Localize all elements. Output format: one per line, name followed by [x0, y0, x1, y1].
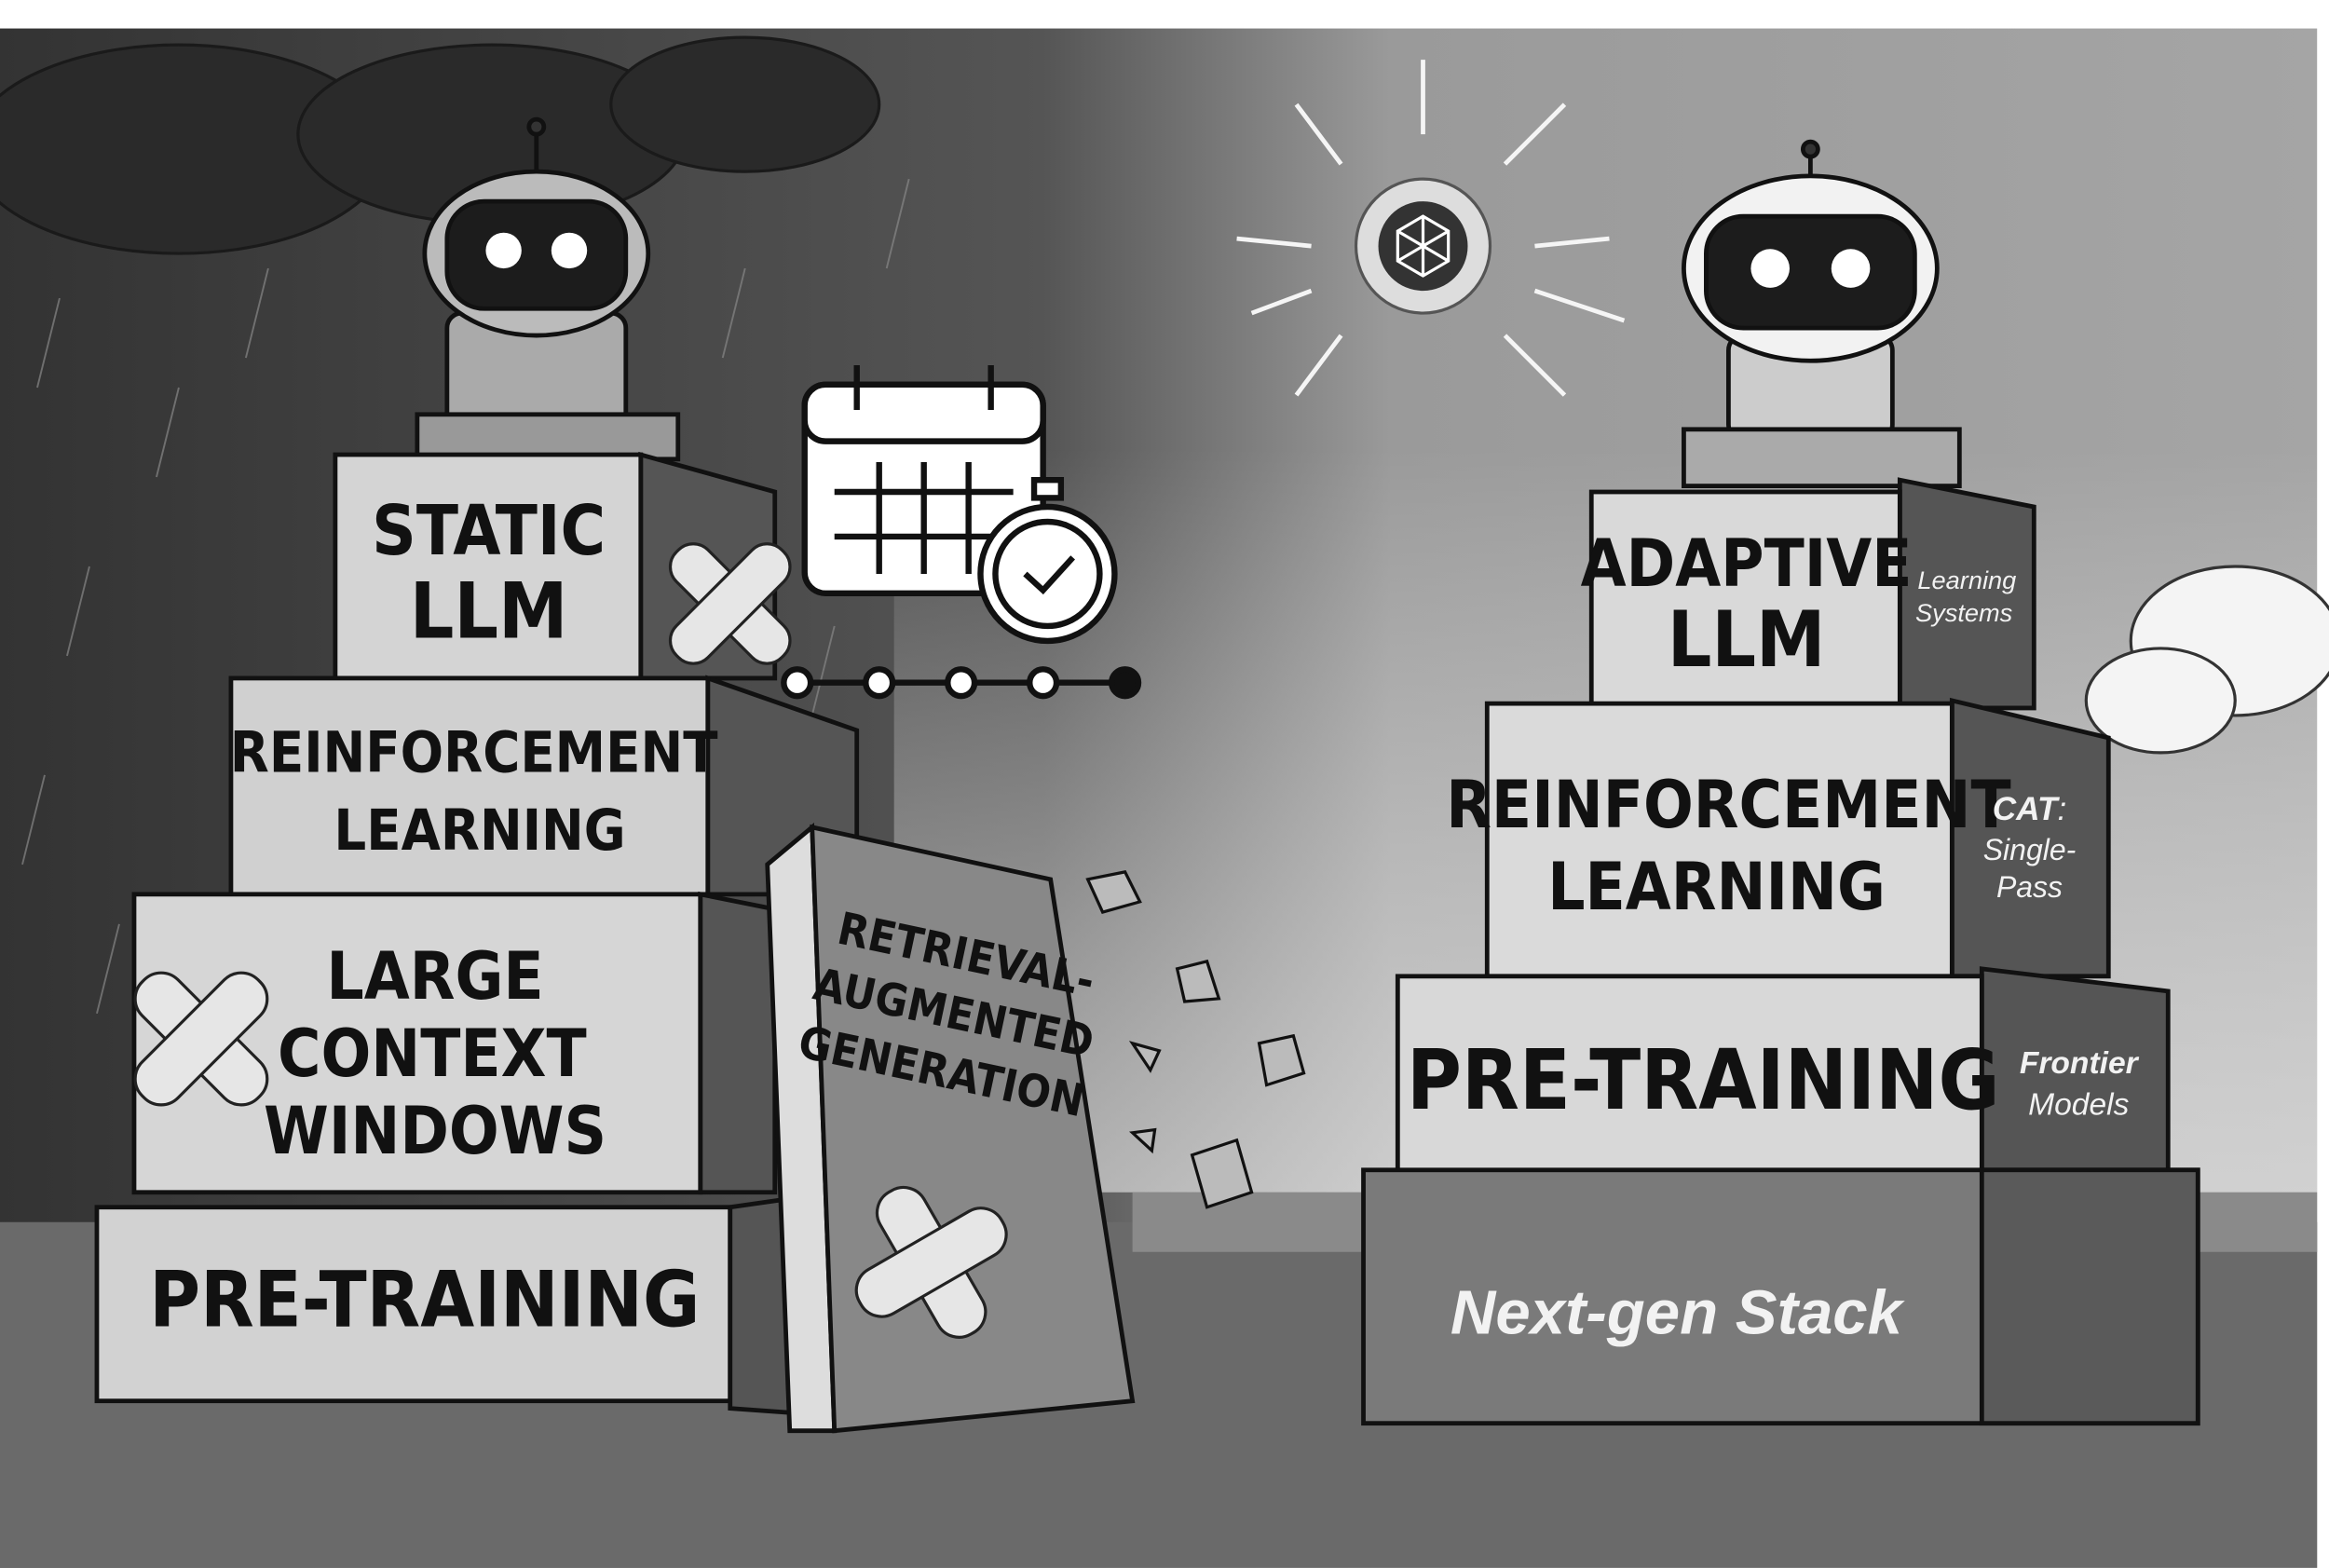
timeline-icon	[781, 666, 1142, 700]
right-pretraining: PRE-TRAINING	[1407, 1032, 2000, 1129]
robot-icon	[415, 116, 681, 462]
right-top-side-line2: Systems	[1915, 598, 2013, 627]
left-top-block-line1: STATIC	[372, 492, 606, 571]
next-gen-stack-label: Next-gen Stack	[1451, 1278, 1906, 1348]
robot-icon	[1682, 139, 1962, 489]
cat-line3: Pass	[1996, 870, 2063, 904]
left-stack	[94, 116, 1136, 1434]
right-stack	[1361, 139, 2200, 1426]
cloud-icon	[2084, 565, 2329, 755]
frontier-line2: Models	[2028, 1088, 2129, 1123]
calendar-icon	[801, 365, 1046, 596]
falling-rocks	[1085, 870, 1306, 1209]
right-top-side-line1: Learning	[1917, 566, 2016, 594]
sun-network-icon	[1236, 60, 1626, 397]
right-top-block-line2: LLM	[1668, 594, 1826, 685]
cat-line2: Single-	[1983, 833, 2077, 866]
left-rl-line2: LEARNING	[334, 798, 625, 864]
bandage-icon	[133, 542, 1008, 1339]
cat-label: CAT:	[1993, 791, 2066, 827]
stopwatch-icon	[977, 477, 1118, 645]
right-rl-line1: REINFORCEMENT	[1446, 767, 2010, 843]
left-top-block-line2: LLM	[410, 566, 568, 657]
right-top-block-line1: ADAPTIVE	[1581, 525, 1913, 602]
rain	[21, 178, 910, 1015]
left-context-line2: CONTEXT	[278, 1016, 587, 1092]
left-pretraining: PRE-TRAINING	[149, 1255, 700, 1345]
left-context-line1: LARGE	[326, 938, 543, 1015]
frontier-line1: Frontier	[2020, 1046, 2140, 1081]
left-context-line3: WINDOWS	[264, 1093, 606, 1169]
left-rl-line1: REINFORCEMENT	[230, 721, 718, 786]
right-rl-line2: LEARNING	[1547, 849, 1886, 925]
